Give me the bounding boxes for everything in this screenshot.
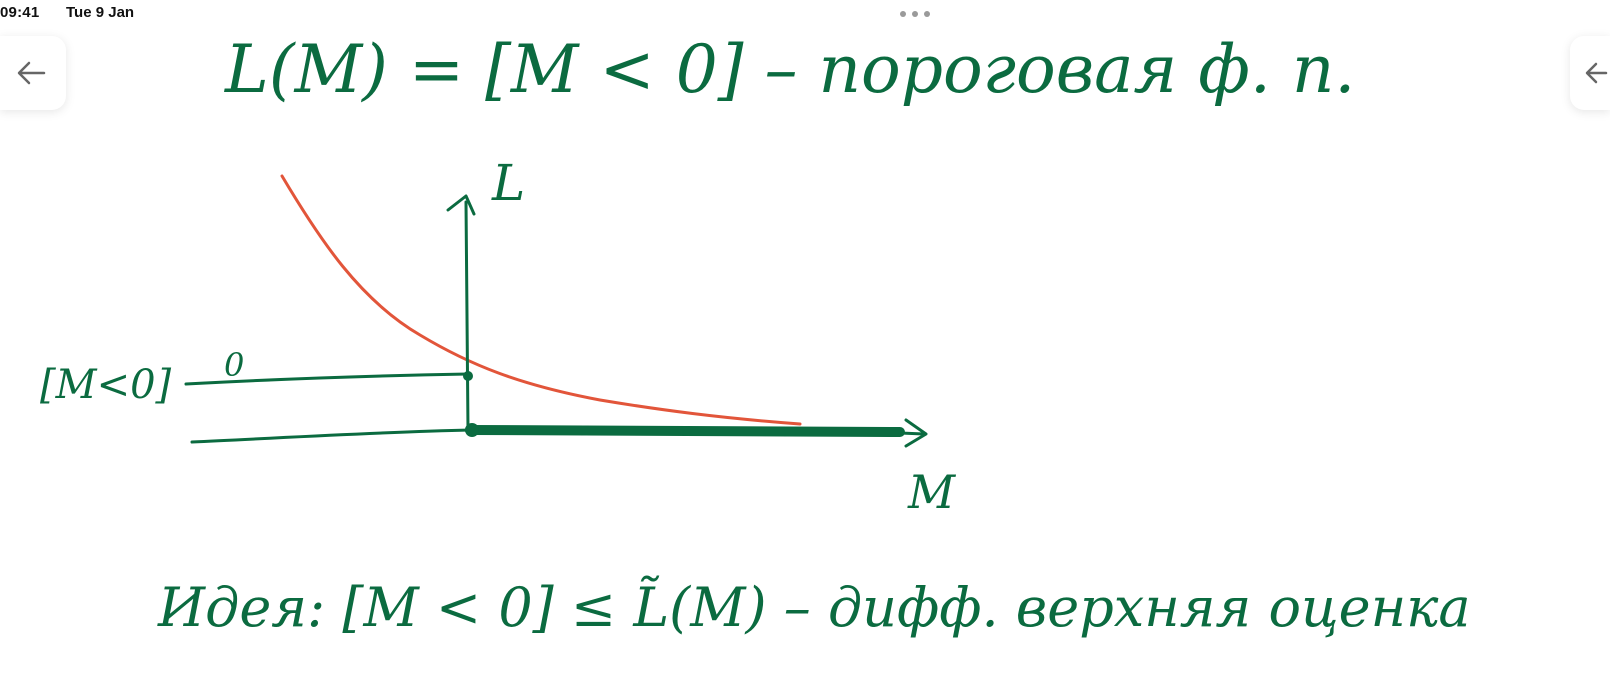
y-axis-arrowhead bbox=[446, 194, 476, 216]
upper-bound-curve bbox=[280, 174, 802, 426]
forward-button[interactable] bbox=[1570, 36, 1610, 110]
step-function-label: [M<0] bbox=[40, 362, 172, 408]
dot bbox=[900, 11, 906, 17]
x-axis-arrowhead bbox=[904, 418, 928, 448]
status-bar: 09:41 Tue 9 Jan bbox=[0, 0, 1610, 28]
status-date: Tue 9 Jan bbox=[66, 4, 135, 21]
arrow-left-icon bbox=[1585, 62, 1608, 84]
dot bbox=[924, 11, 930, 17]
x-axis-label: M bbox=[907, 465, 957, 519]
y-axis bbox=[464, 200, 470, 432]
arrow-left-icon bbox=[17, 61, 46, 85]
dot bbox=[912, 11, 918, 17]
step-level-line bbox=[184, 372, 470, 386]
zero-label: 0 bbox=[224, 346, 244, 384]
formula-line: L(M) = [M < 0] – пороговая ф. п. bbox=[224, 31, 1355, 108]
step-function-thick bbox=[465, 425, 905, 437]
x-axis-right bbox=[898, 431, 926, 436]
y-axis-label: L bbox=[491, 154, 525, 212]
step-junction-point bbox=[463, 371, 473, 381]
three-dots-icon[interactable] bbox=[900, 11, 936, 17]
back-button[interactable] bbox=[0, 36, 66, 110]
x-axis-left bbox=[190, 428, 472, 444]
status-time: 09:41 bbox=[0, 4, 40, 21]
origin-point bbox=[465, 423, 479, 437]
idea-line: Идея: [M < 0] ≤ L̃(M) – дифф. верхняя оц… bbox=[157, 575, 1471, 639]
